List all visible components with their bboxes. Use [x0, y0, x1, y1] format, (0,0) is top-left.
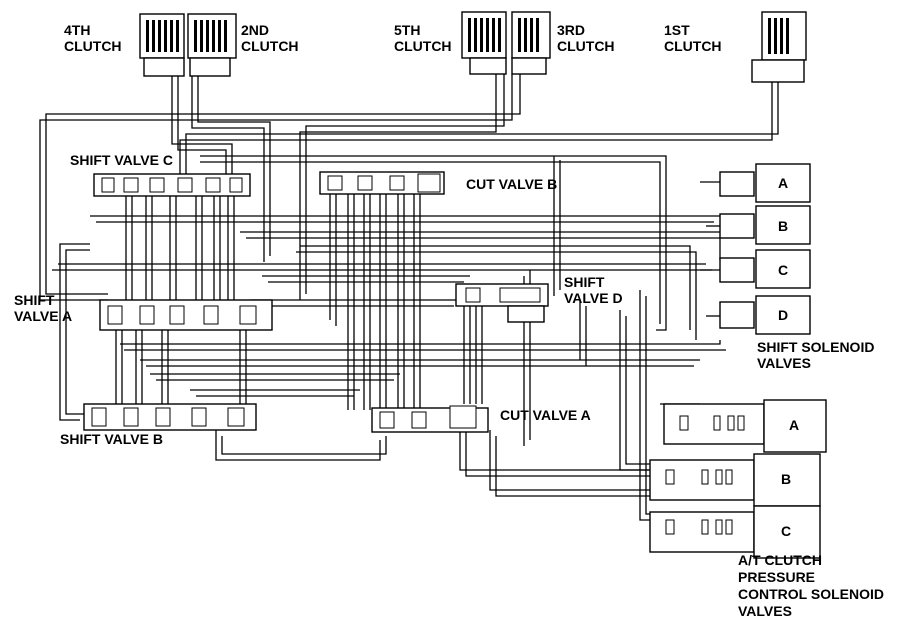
pressure-solenoid-caption-line2: PRESSURE	[738, 569, 815, 585]
clutch-1-assembly	[751, 11, 807, 83]
cut-valve-a-body	[371, 405, 489, 433]
clutch-5-label-line1: 5TH	[394, 22, 420, 38]
shift-valve-c-label: SHIFT VALVE C	[70, 152, 173, 168]
clutch-4-label-line1: 4TH	[64, 22, 90, 38]
pressure-solenoid-caption-line1: A/T CLUTCH	[738, 552, 822, 568]
clutch-3-5-assembly	[461, 11, 551, 75]
pressure-solenoid-c	[649, 505, 821, 559]
clutch-5-label-line2: CLUTCH	[394, 38, 452, 54]
pressure-solenoid-a	[663, 399, 827, 453]
clutch-4-label-line2: CLUTCH	[64, 38, 122, 54]
shift-solenoid-b-letter: B	[778, 218, 788, 234]
shift-solenoid-d	[719, 295, 811, 335]
pressure-solenoid-b-letter: B	[781, 471, 791, 487]
shift-valve-d-label-line1: SHIFT	[564, 274, 605, 290]
shift-valve-d-body	[455, 283, 549, 323]
cut-valve-b-body	[319, 171, 445, 195]
shift-valve-a-body	[99, 299, 273, 331]
clutch-2-label-line1: 2ND	[241, 22, 269, 38]
shift-valve-a-label-line1: SHIFT	[14, 292, 55, 308]
shift-valve-d-label-line2: VALVE D	[564, 290, 623, 306]
shift-solenoid-c	[719, 249, 811, 289]
clutch-3-label-line2: CLUTCH	[557, 38, 615, 54]
pressure-solenoid-c-letter: C	[781, 523, 791, 539]
pressure-solenoid-caption-line3: CONTROL SOLENOID	[738, 586, 884, 602]
shift-valve-b-label: SHIFT VALVE B	[60, 431, 163, 447]
shift-solenoid-caption-line1: SHIFT SOLENOID	[757, 339, 874, 355]
shift-solenoid-c-letter: C	[778, 262, 788, 278]
shift-valve-b-body	[83, 403, 257, 431]
pressure-solenoid-caption-line4: VALVES	[738, 603, 792, 619]
clutch-1-label-line2: CLUTCH	[664, 38, 722, 54]
clutch-2-label-line2: CLUTCH	[241, 38, 299, 54]
pressure-solenoid-b	[649, 453, 821, 507]
shift-solenoid-a-letter: A	[778, 175, 788, 191]
cut-valve-a-label: CUT VALVE A	[500, 407, 591, 423]
shift-solenoid-caption-line2: VALVES	[757, 355, 811, 371]
shift-solenoid-a	[719, 163, 811, 203]
shift-valve-c-body	[93, 173, 251, 197]
shift-solenoid-b	[719, 205, 811, 245]
shift-solenoid-d-letter: D	[778, 307, 788, 323]
shift-valve-a-label-line2: VALVE A	[14, 308, 72, 324]
cut-valve-b-label: CUT VALVE B	[466, 176, 557, 192]
clutch-1-label-line1: 1ST	[664, 22, 690, 38]
clutch-3-label-line1: 3RD	[557, 22, 585, 38]
hydraulic-passages	[39, 74, 779, 541]
pressure-solenoid-a-letter: A	[789, 417, 799, 433]
clutch-2-4-assembly	[139, 13, 237, 77]
